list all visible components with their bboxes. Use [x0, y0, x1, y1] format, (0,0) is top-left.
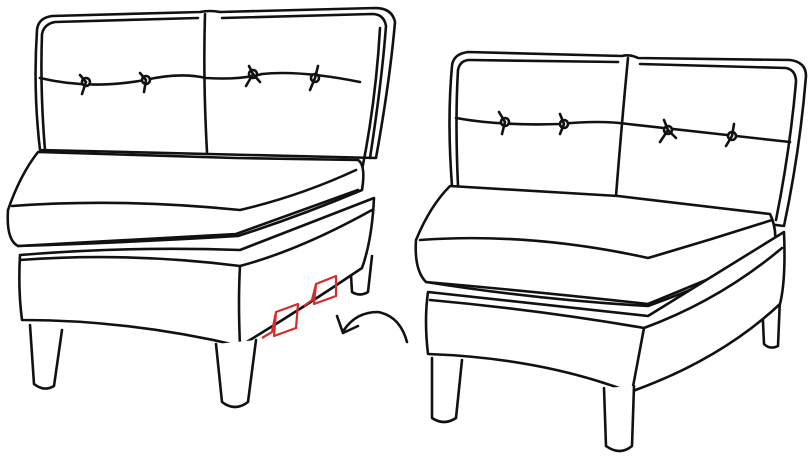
- left-chair-seat-cushion: [6, 150, 365, 248]
- tufted-button-icon: [497, 110, 738, 148]
- connector-bracket-icon: [261, 274, 338, 339]
- curved-arrow-icon: [335, 310, 409, 344]
- tufted-button-icon: [78, 64, 321, 96]
- left-chair-front-left-leg: [28, 323, 64, 390]
- left-chair-back-seam: [203, 12, 209, 154]
- left-chair: [6, 6, 397, 409]
- left-chair-backrest-inner: [40, 16, 200, 152]
- right-chair-front-right-leg: [602, 384, 636, 453]
- left-chair-backrest: [34, 6, 397, 160]
- right-chair: [414, 50, 808, 453]
- left-chair-front-right-leg: [214, 338, 258, 409]
- right-chair-front-left-leg: [430, 356, 464, 424]
- left-chair-tufting-line: [38, 71, 362, 86]
- right-chair-base: [424, 230, 786, 394]
- right-chair-backrest: [448, 50, 808, 228]
